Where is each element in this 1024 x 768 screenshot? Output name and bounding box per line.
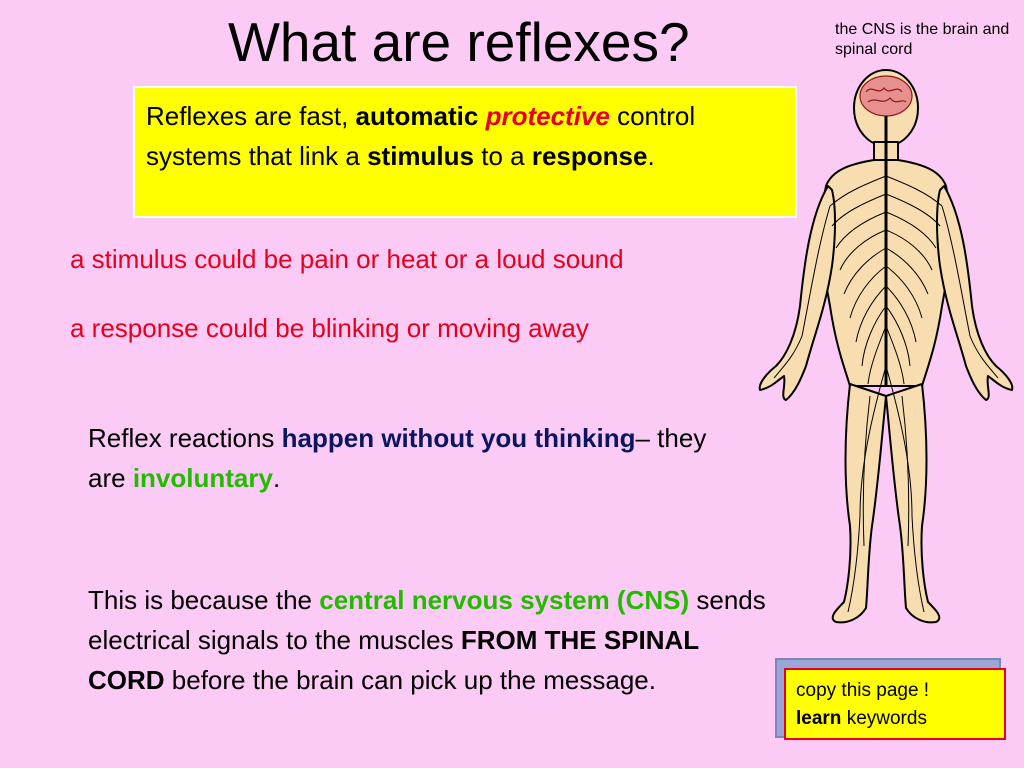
cns-text-2: sends electrical signals to the muscles <box>88 585 766 655</box>
keyword-automatic: automatic <box>355 101 479 131</box>
keyword-protective: protective <box>485 101 610 131</box>
definition-text-1: Reflexes are fast, <box>146 101 356 131</box>
slide-title: What are reflexes? <box>228 11 690 73</box>
keyword-from-the-spinal-cord: FROM THE SPINAL CORD <box>88 625 699 695</box>
stimulus-example: a stimulus could be pain or heat or a lo… <box>70 244 624 274</box>
cns-paragraph: This is because the central nervous syst… <box>88 580 778 700</box>
cns-text-1: This is because the <box>88 585 320 615</box>
keyword-response: response <box>531 141 648 171</box>
cns-text-3: before the brain can pick up the message… <box>164 665 656 695</box>
response-example: a response could be blinking or moving a… <box>70 313 589 343</box>
cns-note: the CNS is the brain and spinal cord <box>835 21 1010 58</box>
definition-text-2: control systems that link a <box>146 101 696 171</box>
nervous-system-figure <box>758 69 1014 624</box>
keyword-involuntary: involuntary <box>132 463 273 493</box>
definition-box: Reflexes are fast, automatic protective … <box>133 86 797 218</box>
copy-reminder-box: copy this page ! learn keywords <box>784 668 1006 740</box>
reflex-paragraph: Reflex reactions happen without you thin… <box>88 418 708 498</box>
definition-space <box>478 101 485 131</box>
learn-keywords-line: learn keywords <box>796 705 994 733</box>
brain-icon <box>859 75 913 117</box>
reflex-text-2: – they are <box>88 423 707 493</box>
definition-text-3: to a <box>474 141 532 171</box>
copy-reminder-line: copy this page ! <box>796 680 930 701</box>
nerve-lines <box>773 175 999 613</box>
keyword-central-nervous-system: central nervous system (CNS) <box>319 585 690 615</box>
reflex-text-1: Reflex reactions <box>88 423 282 453</box>
keywords-text: keywords <box>841 708 927 729</box>
keyword-stimulus: stimulus <box>367 141 474 171</box>
keyword-learn: learn <box>796 708 842 729</box>
keyword-happen-without-thinking: happen without you thinking <box>281 423 636 453</box>
definition-end: . <box>647 141 655 171</box>
reflex-end: . <box>272 463 281 493</box>
